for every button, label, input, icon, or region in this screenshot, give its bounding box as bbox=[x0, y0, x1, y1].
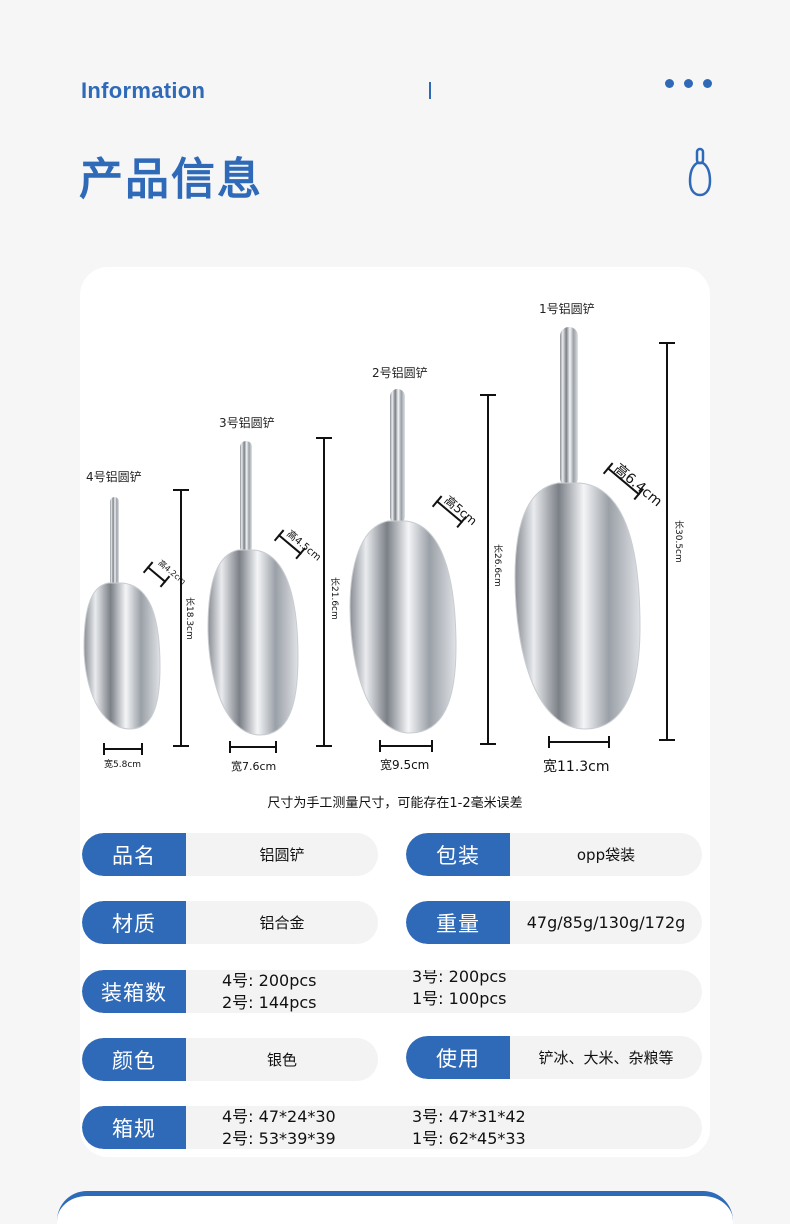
spec-value: 47g/85g/130g/172g bbox=[526, 913, 686, 932]
spec-material: 材质 铝合金 bbox=[82, 901, 378, 944]
scoop-1-name: 1号铝圆铲 bbox=[539, 302, 595, 316]
spec-label: 颜色 bbox=[82, 1038, 186, 1081]
scoop-icon bbox=[688, 147, 712, 201]
spec-value: 铲冰、大米、杂粮等 bbox=[538, 1049, 674, 1067]
spec-value: 银色 bbox=[266, 1051, 297, 1069]
spec-label: 箱规 bbox=[82, 1106, 186, 1149]
width-bar-3 bbox=[229, 741, 277, 753]
spec-label: 品名 bbox=[82, 833, 186, 876]
spec-label: 包装 bbox=[406, 833, 510, 876]
spec-value: 铝圆铲 bbox=[259, 846, 305, 864]
spec-label: 使用 bbox=[406, 1036, 510, 1079]
spec-product-name: 品名 铝圆铲 bbox=[82, 833, 378, 876]
spec-label: 装箱数 bbox=[82, 970, 186, 1013]
spec-value: 2号: 53*39*39 bbox=[222, 1128, 336, 1148]
width-bar-1 bbox=[548, 736, 610, 748]
spec-label: 材质 bbox=[82, 901, 186, 944]
next-section-card bbox=[57, 1191, 733, 1224]
spec-value: 1号: 62*45*33 bbox=[412, 1128, 526, 1148]
spec-carton-qty: 装箱数 4号: 200pcs 3号: 200pcs 2号: 144pcs 1号:… bbox=[82, 970, 702, 1013]
length-bar-1 bbox=[659, 342, 675, 741]
page-title: 产品信息 bbox=[79, 154, 263, 205]
more-dots-icon bbox=[665, 79, 712, 88]
scoop-photos bbox=[83, 327, 641, 736]
width-label-3: 宽7.6cm bbox=[231, 760, 277, 773]
width-label-2: 宽9.5cm bbox=[380, 758, 430, 772]
width-label-1: 宽11.3cm bbox=[543, 759, 610, 775]
width-label-4: 宽5.8cm bbox=[104, 760, 142, 770]
spec-value: 4号: 200pcs bbox=[222, 970, 317, 990]
spec-value: 3号: 47*31*42 bbox=[412, 1106, 526, 1126]
spec-usage: 使用 铲冰、大米、杂粮等 bbox=[406, 1036, 702, 1079]
width-bar-4 bbox=[103, 743, 143, 755]
length-label-4: 长18.3cm bbox=[184, 597, 194, 640]
length-bar-2 bbox=[480, 394, 496, 745]
length-label-2: 长26.6cm bbox=[492, 544, 502, 587]
header-divider bbox=[429, 82, 431, 99]
spec-value: 4号: 47*24*30 bbox=[222, 1106, 336, 1126]
spec-value: 2号: 144pcs bbox=[222, 992, 317, 1012]
product-info-card: 4号铝圆铲 3号铝圆铲 2号铝圆铲 1号铝圆铲 长18.3cm 长21.6cm … bbox=[80, 267, 710, 1157]
spec-value: 1号: 100pcs bbox=[412, 988, 507, 1008]
length-bar-3 bbox=[316, 437, 332, 747]
spec-value: 铝合金 bbox=[259, 914, 305, 932]
scoop-2-name: 2号铝圆铲 bbox=[372, 366, 428, 380]
spec-weight: 重量 47g/85g/130g/172g bbox=[406, 901, 702, 944]
header-english-title: Information bbox=[81, 78, 206, 103]
length-label-1: 长30.5cm bbox=[673, 520, 683, 563]
spec-value: 3号: 200pcs bbox=[412, 970, 507, 986]
length-bar-4 bbox=[173, 489, 189, 747]
scoop-4-name: 4号铝圆铲 bbox=[86, 470, 142, 484]
width-bar-2 bbox=[379, 740, 433, 752]
spec-carton-size: 箱规 4号: 47*24*30 3号: 47*31*42 2号: 53*39*3… bbox=[82, 1106, 702, 1149]
spec-color: 颜色 银色 bbox=[82, 1038, 378, 1081]
spec-packaging: 包装 opp袋装 bbox=[406, 833, 702, 876]
spec-label: 重量 bbox=[406, 901, 510, 944]
spec-value: opp袋装 bbox=[576, 846, 636, 864]
scoop-3-name: 3号铝圆铲 bbox=[219, 416, 275, 430]
measurement-note: 尺寸为手工测量尺寸，可能存在1-2毫米误差 bbox=[267, 796, 523, 811]
length-label-3: 长21.6cm bbox=[329, 577, 339, 620]
